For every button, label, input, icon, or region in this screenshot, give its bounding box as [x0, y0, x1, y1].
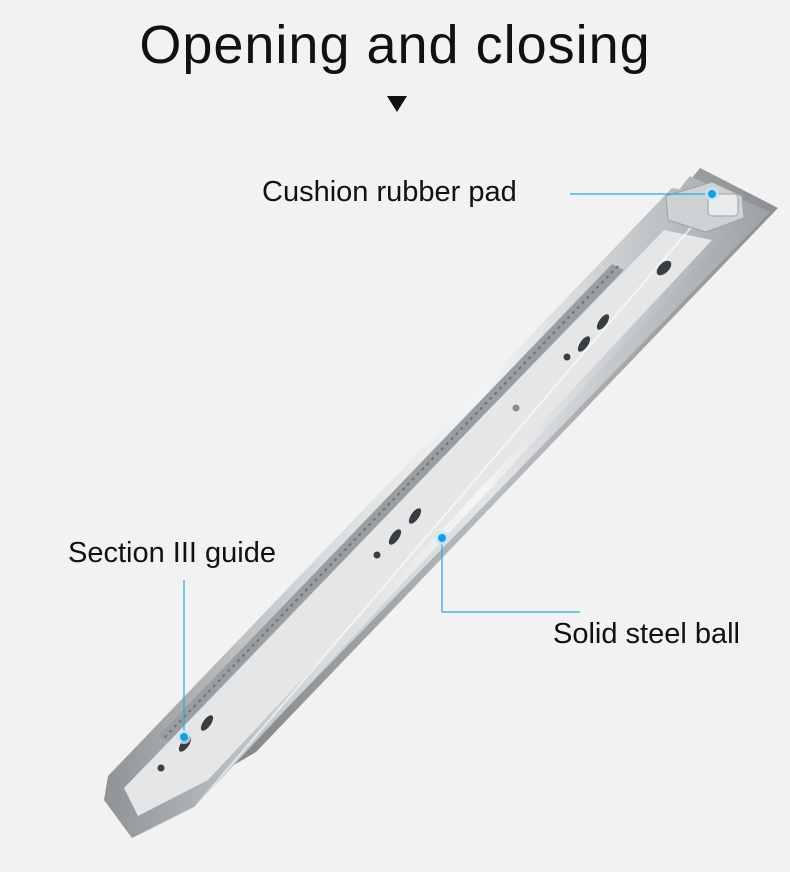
callout-section-guide: Section III guide: [68, 537, 276, 569]
down-arrow-icon: [387, 96, 407, 112]
ball-race: [158, 264, 624, 742]
callout-dots: [177, 187, 719, 744]
ball-bearings: [162, 265, 619, 740]
page-title: Opening and closing: [139, 15, 651, 75]
rail-highlight: [195, 195, 719, 807]
inner-rail-face: [124, 230, 712, 816]
callout-cushion-rubber-pad: Cushion rubber pad: [262, 176, 517, 208]
mounting-holes: [157, 260, 672, 772]
callout-solid-steel-ball: Solid steel ball: [553, 618, 740, 650]
callout-lines: [183, 193, 712, 735]
